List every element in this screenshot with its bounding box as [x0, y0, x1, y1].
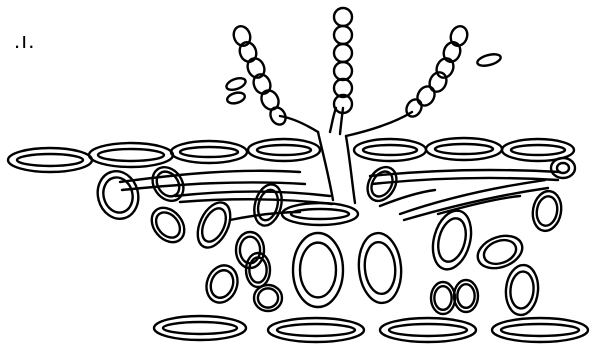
conidium	[237, 40, 259, 64]
conidium	[334, 62, 352, 80]
flat-cell	[354, 139, 426, 161]
tissue-cell	[356, 231, 404, 304]
tissue-cells	[92, 161, 564, 316]
conidial-chains	[225, 8, 502, 127]
tissue-cell	[92, 167, 143, 224]
conidium	[267, 105, 288, 128]
flat-cell	[8, 148, 92, 172]
tissue-cell	[145, 201, 191, 248]
conidium	[225, 76, 247, 92]
tissue-cell	[293, 233, 343, 307]
conidium	[226, 91, 246, 105]
tissue-cell	[201, 261, 242, 307]
tissue-cell	[454, 280, 478, 312]
tissue-cell	[427, 206, 477, 273]
conidium	[334, 8, 352, 26]
hyphae	[120, 170, 560, 220]
flat-cell	[492, 318, 588, 342]
tissue-cell	[246, 253, 270, 287]
conidium	[334, 26, 352, 44]
flat-cell	[426, 138, 502, 160]
tissue-cell	[146, 161, 190, 207]
flat-cell	[551, 158, 575, 178]
conidium	[427, 70, 450, 95]
tissue-cell	[250, 181, 286, 228]
conidium	[476, 52, 502, 68]
flat-cell	[171, 141, 247, 163]
tissue-cell	[473, 230, 526, 274]
flat-cell	[89, 143, 173, 167]
tissue-cell	[530, 189, 565, 233]
tissue-cell	[504, 264, 540, 317]
tissue-cell	[431, 282, 455, 314]
flat-cell	[248, 139, 320, 161]
flat-cell	[268, 318, 364, 342]
flat-cell	[380, 318, 476, 342]
conidium	[334, 44, 352, 62]
flat-cell	[282, 203, 358, 225]
tissue-cell	[191, 197, 237, 252]
tissue-cell	[254, 285, 282, 311]
conidium	[414, 83, 438, 108]
flat-cell	[154, 316, 246, 340]
